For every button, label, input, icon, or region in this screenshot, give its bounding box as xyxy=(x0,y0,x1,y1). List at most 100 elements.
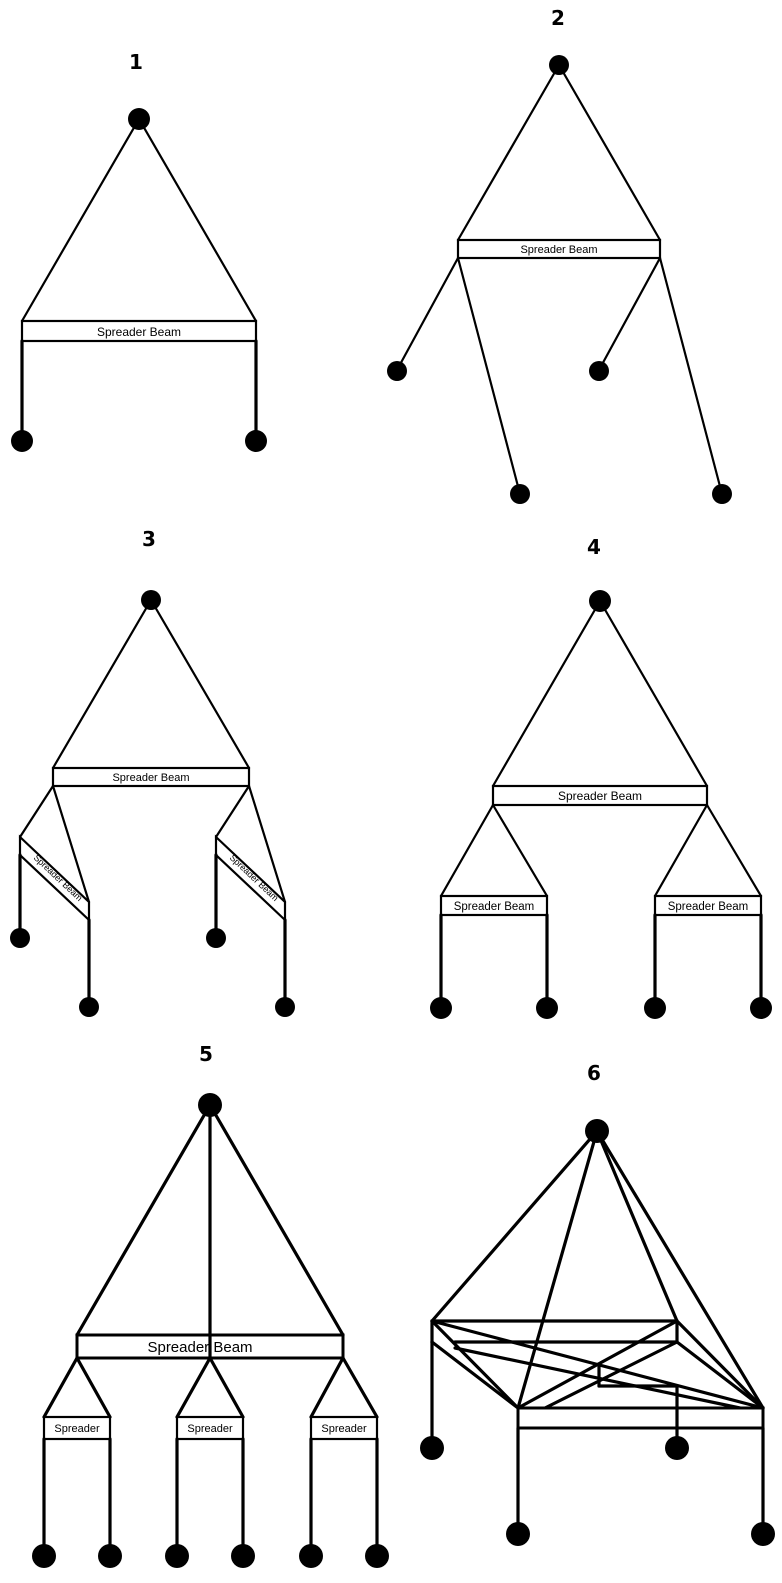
sling xyxy=(51,784,91,904)
lift-point xyxy=(128,108,150,130)
load-point xyxy=(365,1544,389,1568)
sling-right xyxy=(598,599,709,788)
sling-left xyxy=(491,599,602,788)
load-point xyxy=(98,1544,122,1568)
sling-right xyxy=(208,1103,345,1337)
diagram-5-number: 5 xyxy=(199,1042,213,1066)
cross-beam xyxy=(516,1319,679,1410)
spreader-beam xyxy=(51,766,251,788)
spreader-beam xyxy=(20,319,258,343)
sling xyxy=(208,1356,245,1419)
spreader-beam xyxy=(491,784,709,807)
load-point xyxy=(245,430,267,452)
load-point xyxy=(506,1522,530,1546)
sling xyxy=(42,1356,79,1419)
diagram-1: 1 Spreader Beam xyxy=(11,50,267,452)
sling xyxy=(18,784,55,839)
sling xyxy=(341,1356,379,1419)
sling xyxy=(595,1129,679,1323)
sling xyxy=(247,784,287,904)
sling xyxy=(595,1129,765,1410)
spreader-beam xyxy=(653,894,763,917)
leg xyxy=(395,256,460,372)
frame-right-beam-lower xyxy=(675,1340,765,1410)
sling xyxy=(439,803,495,898)
spreader-beam-label: Spreader Beam xyxy=(520,244,597,256)
spreader-beam-label: Spreader Beam xyxy=(147,1339,252,1356)
load-point xyxy=(751,1522,775,1546)
load-point xyxy=(206,928,226,948)
lift-point xyxy=(198,1093,222,1117)
sling xyxy=(309,1356,345,1419)
load-point xyxy=(11,430,33,452)
leg xyxy=(597,256,662,372)
frame-left-beam-lower xyxy=(430,1340,520,1410)
sling xyxy=(705,803,763,898)
frame-front-beam xyxy=(516,1406,765,1430)
load-point xyxy=(420,1436,444,1460)
diagram-4-number: 4 xyxy=(587,535,601,559)
spreader xyxy=(309,1415,379,1441)
diagram-6-number: 6 xyxy=(587,1061,601,1085)
spreader-label: Spreader xyxy=(321,1423,367,1435)
load-point xyxy=(299,1544,323,1568)
spreader-beam-label: Spreader Beam xyxy=(112,772,189,784)
sling-left xyxy=(456,63,561,242)
load-point xyxy=(275,997,295,1017)
diagram-1-number: 1 xyxy=(129,50,143,74)
load-point xyxy=(712,484,732,504)
diagram-4: 4 Spreader Beam Spreader Beam Spreader B… xyxy=(430,535,772,1019)
load-point xyxy=(750,997,772,1019)
spreader-beam-label: Spreader Beam xyxy=(668,901,749,913)
load-point xyxy=(231,1544,255,1568)
load-point xyxy=(79,997,99,1017)
load-point xyxy=(644,997,666,1019)
diagram-6: 6 xyxy=(420,1061,775,1546)
sling-right xyxy=(137,117,258,323)
frame-right-beam xyxy=(675,1319,765,1410)
sling xyxy=(214,784,251,839)
load-point xyxy=(387,361,407,381)
sling-right xyxy=(149,598,251,770)
load-point xyxy=(510,484,530,504)
diagram-5: 5 Spreader Beam Spreader Spreader Spread… xyxy=(32,1042,389,1568)
sling xyxy=(75,1356,112,1419)
spreader-beam xyxy=(439,894,549,917)
sling xyxy=(653,803,709,898)
sling xyxy=(430,1129,599,1323)
sling-left xyxy=(51,598,153,770)
diagram-2: 2 Spreader Beam xyxy=(387,6,732,504)
spreader-beam-label: Spreader Beam xyxy=(454,901,535,913)
diagram-2-number: 2 xyxy=(551,6,565,30)
sling-right xyxy=(557,63,662,242)
load-point xyxy=(536,997,558,1019)
sling xyxy=(516,1129,599,1410)
lift-point xyxy=(141,590,161,610)
load-point xyxy=(665,1436,689,1460)
sling-left xyxy=(75,1103,212,1337)
spreader xyxy=(175,1415,245,1441)
lift-point xyxy=(589,590,611,612)
cross-beam xyxy=(543,1340,679,1410)
load-point xyxy=(10,928,30,948)
spreader-label: Spreader xyxy=(187,1423,233,1435)
load-point xyxy=(165,1544,189,1568)
sling xyxy=(491,803,549,898)
load-point xyxy=(430,997,452,1019)
spreader-beam xyxy=(456,238,662,260)
leg xyxy=(456,256,522,496)
spreader-beam-label: Spreader Beam xyxy=(97,325,181,339)
diagram-3-number: 3 xyxy=(142,527,156,551)
lift-point xyxy=(549,55,569,75)
lift-point xyxy=(585,1119,609,1143)
spreader xyxy=(42,1415,112,1441)
sling xyxy=(175,1356,212,1419)
load-point xyxy=(589,361,609,381)
load-point xyxy=(32,1544,56,1568)
spreader-beam-label: Spreader Beam xyxy=(558,789,642,803)
sling-left xyxy=(20,117,141,323)
spreader-label: Spreader xyxy=(54,1423,100,1435)
leg xyxy=(658,256,724,496)
frame-left-beam xyxy=(430,1319,520,1410)
